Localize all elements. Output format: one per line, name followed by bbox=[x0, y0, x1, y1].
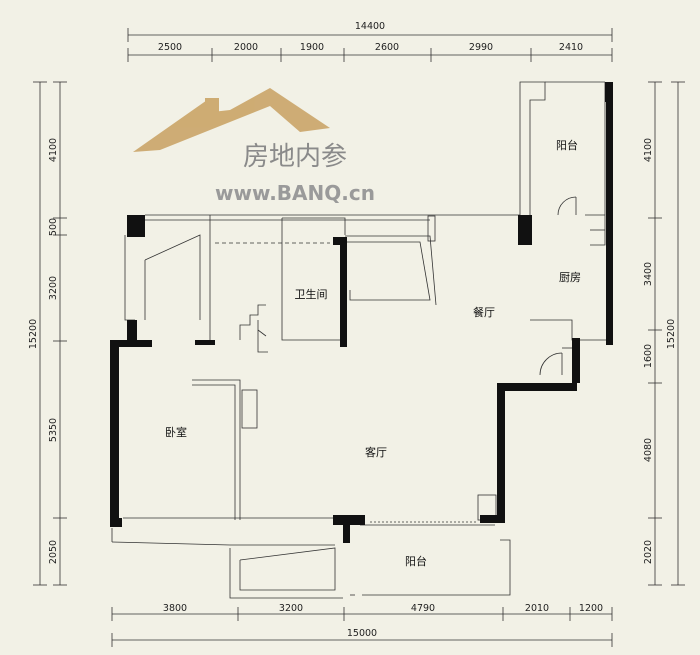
watermark: 房地内参 www.BANQ.cn bbox=[133, 88, 375, 205]
bottom-seg-1: 3800 bbox=[163, 603, 187, 614]
house-roof-icon bbox=[133, 88, 330, 152]
room-bedroom: 卧室 bbox=[165, 425, 187, 439]
right-seg-4: 4080 bbox=[643, 438, 654, 462]
left-total-label: 15200 bbox=[28, 319, 39, 349]
room-balcony-bottom: 阳台 bbox=[405, 554, 427, 568]
right-total-label: 15200 bbox=[666, 319, 677, 349]
left-seg-1: 4100 bbox=[48, 138, 59, 162]
top-seg-2: 2000 bbox=[234, 42, 258, 53]
bottom-seg-5: 1200 bbox=[579, 603, 603, 614]
right-seg-2: 3400 bbox=[643, 262, 654, 286]
walls bbox=[110, 82, 613, 543]
watermark-url: www.BANQ.cn bbox=[215, 181, 375, 205]
right-seg-1: 4100 bbox=[643, 138, 654, 162]
bottom-seg-2: 3200 bbox=[279, 603, 303, 614]
right-seg-3: 1600 bbox=[643, 344, 654, 368]
watermark-name: 房地内参 bbox=[243, 142, 347, 172]
room-living: 客厅 bbox=[365, 445, 387, 459]
top-total-label: 14400 bbox=[355, 21, 385, 32]
room-balcony-top: 阳台 bbox=[556, 138, 578, 152]
top-seg-4: 2600 bbox=[375, 42, 399, 53]
room-labels: 阳台 厨房 卫生间 餐厅 卧室 客厅 阳台 bbox=[165, 138, 581, 568]
top-seg-6: 2410 bbox=[559, 42, 583, 53]
room-dining: 餐厅 bbox=[473, 305, 495, 319]
bottom-seg-3: 4790 bbox=[411, 603, 435, 614]
dimension-lines bbox=[33, 28, 685, 647]
left-seg-4: 5350 bbox=[48, 418, 59, 442]
left-seg-2: 500 bbox=[48, 218, 59, 236]
room-kitchen: 厨房 bbox=[559, 271, 581, 284]
dimension-labels: 14400 2500 2000 1900 2600 2990 2410 3800… bbox=[28, 21, 677, 639]
thin-lines bbox=[111, 81, 606, 599]
bottom-total-label: 15000 bbox=[347, 628, 377, 639]
left-seg-3: 3200 bbox=[48, 276, 59, 300]
bottom-seg-4: 2010 bbox=[525, 603, 549, 614]
left-seg-5: 2050 bbox=[48, 540, 59, 564]
top-seg-1: 2500 bbox=[158, 42, 182, 53]
top-seg-3: 1900 bbox=[300, 42, 324, 53]
top-seg-5: 2990 bbox=[469, 42, 493, 53]
room-bathroom: 卫生间 bbox=[295, 287, 328, 301]
right-seg-5: 2020 bbox=[643, 540, 654, 564]
